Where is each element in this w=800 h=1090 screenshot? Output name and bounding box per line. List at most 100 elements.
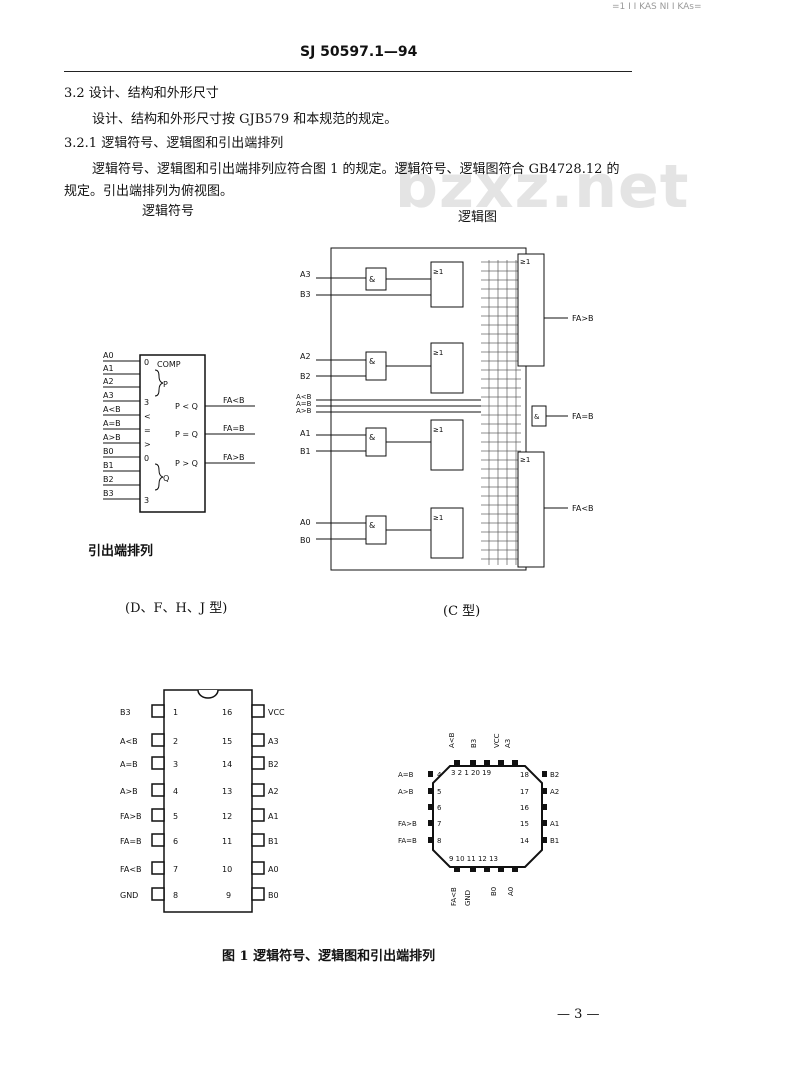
comp-title: COMP: [157, 360, 181, 369]
ld-in-a0: A0: [300, 518, 311, 527]
dip-pin16-name: VCC: [268, 708, 285, 717]
sym-in-agtb: A>B: [103, 433, 121, 442]
lcc-pin14-num: 14: [520, 837, 529, 845]
dip-pin13-num: 13: [222, 787, 232, 796]
dip-pin3-name: A=B: [120, 760, 138, 769]
sym-inner-p-eq-q: P = Q: [175, 430, 198, 439]
lcc-pin15-num: 15: [520, 820, 529, 828]
lcc-pin16-num: 16: [520, 804, 529, 812]
dip-pin13-name: A2: [268, 787, 279, 796]
ld-in-agtb: A>B: [296, 407, 312, 415]
lcc-pin7-num: 7: [437, 820, 441, 828]
dip-pin5-name: FA>B: [120, 812, 142, 821]
lcc-left-faeq: FA=B: [398, 837, 417, 845]
svg-text:≥1: ≥1: [520, 258, 530, 266]
dip-pin2-name: A<B: [120, 737, 138, 746]
dip-notch: [197, 689, 219, 699]
wire-mesh: [481, 260, 521, 565]
sym-in-a2: A2: [103, 377, 114, 386]
lcc-right-a1: A1: [550, 820, 559, 828]
lcc-top-b3: B3: [470, 739, 478, 748]
lcc-pin5-num: 5: [437, 788, 441, 796]
dip-pin15-num: 15: [222, 737, 232, 746]
sym-inner-p-gt-q: P > Q: [175, 459, 198, 468]
standard-number-header: SJ 50597.1—94: [300, 44, 418, 60]
sym-in-b0: B0: [103, 447, 114, 456]
lcc-left-agtb: A>B: [398, 788, 414, 796]
figure-caption: 图 1 逻辑符号、逻辑图和引出端排列: [222, 949, 436, 964]
watermark: bzxz.net: [395, 152, 690, 222]
lcc-right-b2: B2: [550, 771, 559, 779]
ld-in-b3: B3: [300, 290, 311, 299]
sym-out-faeq: FA=B: [223, 424, 245, 433]
pinout-label: 引出端排列: [88, 544, 154, 559]
dip-pin16-num: 16: [222, 708, 232, 717]
lcc-bottom-b0: B0: [490, 887, 498, 896]
dip-right-pins: 16 15 14 13 12 11 10 9 VCC A3 B2 A2 A1 B…: [222, 704, 285, 901]
sym-in-b2: B2: [103, 475, 114, 484]
page-number: — 3 —: [557, 1007, 600, 1022]
ld-out-fagt: FA>B: [572, 314, 594, 323]
ld-in-aeqb: A=B: [296, 400, 312, 408]
section-3-2-1-body-line1: 逻辑符号、逻辑图和引出端排列应符合图 1 的规定。逻辑符号、逻辑图符合 GB47…: [92, 162, 620, 177]
brace-q: [154, 463, 164, 491]
wire-frame: [330, 247, 527, 571]
dip-pin4-num: 4: [173, 787, 178, 796]
section-3-2-title: 3.2 设计、结构和外形尺寸: [64, 86, 219, 101]
sym-out-falt: FA<B: [223, 396, 245, 405]
svg-text:≥1: ≥1: [433, 426, 443, 434]
sym-in-a0: A0: [103, 351, 114, 360]
svg-text:≥1: ≥1: [433, 268, 443, 276]
or-gate-fagt: [517, 253, 545, 367]
dip-pin1-name: B3: [120, 708, 131, 717]
sym-in-a3: A3: [103, 391, 114, 400]
stage-3: & ≥1: [316, 261, 464, 308]
dip-pin7-name: FA<B: [120, 865, 142, 874]
stage-1: & ≥1: [316, 419, 464, 471]
dip-pin4-name: A>B: [120, 787, 138, 796]
group-q-label: Q: [163, 474, 169, 483]
lcc-pin18-num: 18: [520, 771, 529, 779]
or-gate-falt: [517, 451, 545, 568]
dip-pin3-num: 3: [173, 760, 178, 769]
dip-pin8-name: GND: [120, 891, 138, 900]
brace-p: [154, 369, 164, 397]
symbol-outputs: FA<B FA=B FA>B: [205, 396, 255, 464]
symbol-inputs: A0 A1 A2 A3 A<B A=B A>B B0 B1 B2 B3: [103, 351, 140, 500]
dip-pin10-num: 10: [222, 865, 232, 874]
logic-diagram-label: 逻辑图: [458, 210, 498, 225]
lcc-right-a2: A2: [550, 788, 559, 796]
sym-in-a1: A1: [103, 364, 114, 373]
lcc-bottom-a0: A0: [507, 887, 515, 896]
sym-inner-3a: 3: [144, 398, 149, 407]
lcc-top-pads: [454, 760, 518, 765]
sym-inner-gt: >: [144, 440, 151, 449]
dip-pin9-num: 9: [226, 891, 231, 900]
svg-text:&: &: [369, 433, 375, 442]
group-p-label: P: [163, 380, 168, 389]
lcc-left-pads: [428, 771, 433, 843]
dip-pin11-name: B1: [268, 837, 279, 846]
or-gate-3: [430, 261, 464, 308]
lcc-pin17-num: 17: [520, 788, 529, 796]
dip-pin2-num: 2: [173, 737, 178, 746]
dip-pin15-name: A3: [268, 737, 279, 746]
dip-pin12-num: 12: [222, 812, 232, 821]
dip-pin1-num: 1: [173, 708, 178, 717]
dip-pin14-num: 14: [222, 760, 232, 769]
lcc-bottom-pads: [454, 867, 518, 872]
lcc-pinout: A<B B3 VCC A3 3 2 1 20 19 A=B A>B FA>B F…: [398, 732, 559, 906]
dip-pin11-num: 11: [222, 837, 232, 846]
svg-text:&: &: [369, 357, 375, 366]
stage-0: & ≥1: [316, 507, 464, 559]
header-rule: [64, 71, 632, 72]
package-type-dfhj: (D、F、H、J 型): [125, 601, 228, 616]
or-gate-2: [430, 342, 464, 394]
ld-in-a3: A3: [300, 270, 311, 279]
ld-in-a1: A1: [300, 429, 311, 438]
dip-pinout: B3 A<B A=B A>B FA>B FA=B FA<B GND 1 2 3 …: [120, 689, 285, 913]
dip-pin6-num: 6: [173, 837, 178, 846]
lcc-top-nums: 3 2 1 20 19: [451, 769, 491, 777]
sym-out-fagt: FA>B: [223, 453, 245, 462]
section-3-2-1-body-line2: 规定。引出端排列为俯视图。: [64, 184, 234, 199]
